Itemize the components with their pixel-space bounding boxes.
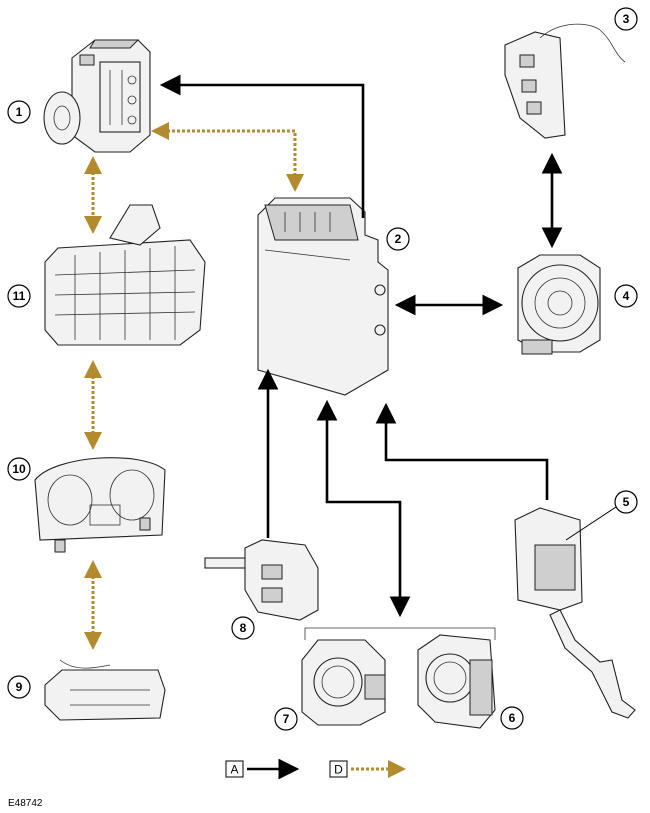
steering-switch-component bbox=[504, 23, 626, 139]
throttle-bracket bbox=[304, 627, 496, 640]
callout-circle bbox=[7, 100, 31, 124]
callout-9: 9 bbox=[7, 675, 31, 699]
callout-1: 1 bbox=[7, 100, 31, 124]
callout-circle bbox=[231, 616, 255, 640]
legend-solid-box bbox=[225, 760, 244, 778]
callout-circle bbox=[614, 490, 638, 514]
legend-dotted-key: D bbox=[334, 763, 343, 777]
callout-number: 8 bbox=[240, 621, 247, 635]
abs-module-component bbox=[43, 39, 151, 153]
callout-number: 5 bbox=[623, 495, 630, 509]
callout-number: 9 bbox=[16, 680, 23, 694]
callout-5-leader bbox=[565, 506, 617, 541]
reference-code: E48742 bbox=[8, 798, 43, 809]
valve-body-component bbox=[44, 204, 206, 346]
callout-number: 2 bbox=[395, 232, 402, 246]
throttle-body-6-component bbox=[417, 634, 496, 729]
callout-circle bbox=[7, 675, 31, 699]
link-ecm-throttle bbox=[316, 399, 411, 618]
callout-number: 4 bbox=[623, 289, 630, 303]
callout-7: 7 bbox=[274, 707, 298, 731]
brake-switch-component bbox=[204, 539, 319, 621]
legend-dotted-box bbox=[329, 760, 348, 778]
callout-number: 6 bbox=[509, 711, 516, 725]
instrument-cluster-component bbox=[34, 457, 166, 553]
legend-solid-key: A bbox=[230, 763, 238, 777]
accelerator-pedal-component bbox=[514, 507, 636, 719]
callout-circle bbox=[7, 284, 31, 308]
diagnostic-connector-component bbox=[44, 659, 166, 721]
callout-11: 11 bbox=[7, 284, 31, 308]
callout-8: 8 bbox=[231, 616, 255, 640]
callout-number: 7 bbox=[283, 712, 290, 726]
callout-5: 5 bbox=[614, 490, 638, 514]
callout-3: 3 bbox=[614, 7, 638, 31]
callout-6: 6 bbox=[500, 706, 524, 730]
callout-number: 10 bbox=[12, 462, 26, 476]
link-ecm-to-abs bbox=[159, 74, 365, 218]
legend: A D bbox=[225, 758, 406, 780]
callout-number: 1 bbox=[16, 105, 23, 119]
callout-4: 4 bbox=[614, 284, 638, 308]
callout-number: 11 bbox=[13, 289, 26, 303]
throttle-body-7-component bbox=[301, 639, 386, 726]
callout-circle bbox=[500, 706, 524, 730]
callout-10: 10 bbox=[7, 457, 31, 481]
callout-circle bbox=[7, 457, 31, 481]
callout-circle bbox=[386, 227, 410, 251]
link-pedal-to-ecm bbox=[375, 402, 549, 500]
clockspring-component bbox=[517, 254, 601, 355]
callout-number: 3 bbox=[623, 12, 630, 26]
callout-circle bbox=[614, 284, 638, 308]
link-abs-ecm bbox=[151, 122, 304, 192]
callout-2: 2 bbox=[386, 227, 410, 251]
engine-control-module-component bbox=[257, 197, 389, 396]
callout-circle bbox=[614, 7, 638, 31]
callout-circle bbox=[274, 707, 298, 731]
